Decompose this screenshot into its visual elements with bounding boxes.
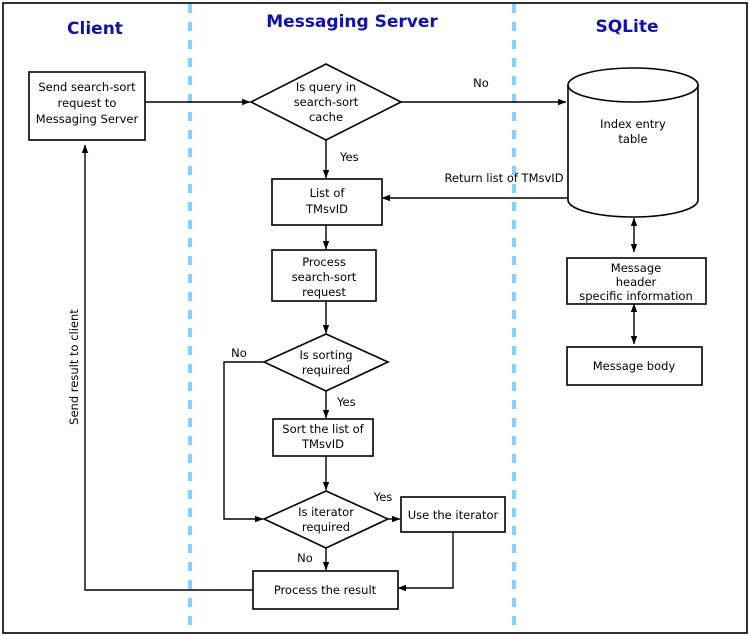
node-is-query-in-cache-line-3: cache xyxy=(309,110,343,124)
edge-label-cache-no: No xyxy=(473,76,489,90)
node-process-the-result[interactable]: Process the result xyxy=(252,570,399,610)
node-message-header[interactable]: Message header specific information xyxy=(566,257,707,305)
node-message-header-line-2: header xyxy=(616,275,657,289)
node-is-iterator-required-line-1: Is iterator xyxy=(298,505,354,519)
node-message-body-line-1: Message body xyxy=(593,359,676,373)
node-send-request-line-2: request to xyxy=(58,96,117,110)
edge-label-sorting-no: No xyxy=(231,346,247,360)
node-list-of-tmsvid-line-2: TMsvID xyxy=(305,202,348,216)
node-sort-the-list[interactable]: Sort the list of TMsvID xyxy=(272,418,374,457)
node-send-request-line-3: Messaging Server xyxy=(36,112,139,126)
lane-title-client: Client xyxy=(67,19,123,39)
node-process-the-result-line-1: Process the result xyxy=(274,583,377,597)
node-is-sorting-required-line-1: Is sorting xyxy=(299,348,352,362)
node-sort-the-list-line-2: TMsvID xyxy=(301,437,344,451)
node-send-request[interactable]: Send search-sort request to Messaging Se… xyxy=(28,71,146,141)
edge-label-return-list: Return list of TMsvID xyxy=(444,171,563,185)
node-is-iterator-required-line-2: required xyxy=(302,520,350,534)
node-index-entry-table[interactable]: Index entry table xyxy=(567,67,699,218)
node-is-query-in-cache[interactable]: Is query in search-sort cache xyxy=(249,63,403,141)
node-process-search-sort-line-3: request xyxy=(302,285,346,299)
node-list-of-tmsvid[interactable]: List of TMsvID xyxy=(271,178,383,226)
edge-label-sorting-yes: Yes xyxy=(336,395,356,409)
edge-result-to-client xyxy=(81,144,253,591)
lane-title-sqlite: SQLite xyxy=(595,17,658,37)
node-message-body[interactable]: Message body xyxy=(566,346,703,386)
node-index-entry-table-line-1: Index entry xyxy=(600,117,666,131)
node-process-search-sort-line-2: search-sort xyxy=(292,270,357,284)
edge-use-iterator-to-result xyxy=(397,532,454,592)
node-use-the-iterator-line-1: Use the iterator xyxy=(408,508,499,522)
node-message-header-line-3: specific information xyxy=(579,289,692,303)
edge-label-iterator-no: No xyxy=(297,551,313,565)
node-is-sorting-required-line-2: required xyxy=(302,363,350,377)
lane-title-messaging-server: Messaging Server xyxy=(266,12,438,32)
node-process-search-sort-line-1: Process xyxy=(302,255,346,269)
node-sort-the-list-line-1: Sort the list of xyxy=(282,422,364,436)
edge-label-cache-yes: Yes xyxy=(339,150,359,164)
node-use-the-iterator[interactable]: Use the iterator xyxy=(400,496,506,533)
edge-label-iterator-yes: Yes xyxy=(373,490,393,504)
node-process-search-sort[interactable]: Process search-sort request xyxy=(271,249,377,302)
edge-label-send-result-to-client: Send result to client xyxy=(67,309,81,425)
node-send-request-line-1: Send search-sort xyxy=(38,80,136,94)
node-is-sorting-required[interactable]: Is sorting required xyxy=(262,333,390,392)
node-message-header-line-1: Message xyxy=(611,261,661,275)
node-is-query-in-cache-line-1: Is query in xyxy=(296,80,356,94)
node-list-of-tmsvid-line-1: List of xyxy=(310,186,346,200)
edge-sorting-no-to-iterator xyxy=(223,361,265,523)
node-is-query-in-cache-line-2: search-sort xyxy=(294,95,359,109)
node-index-entry-table-line-2: table xyxy=(618,132,647,146)
node-is-iterator-required[interactable]: Is iterator required xyxy=(262,490,390,549)
